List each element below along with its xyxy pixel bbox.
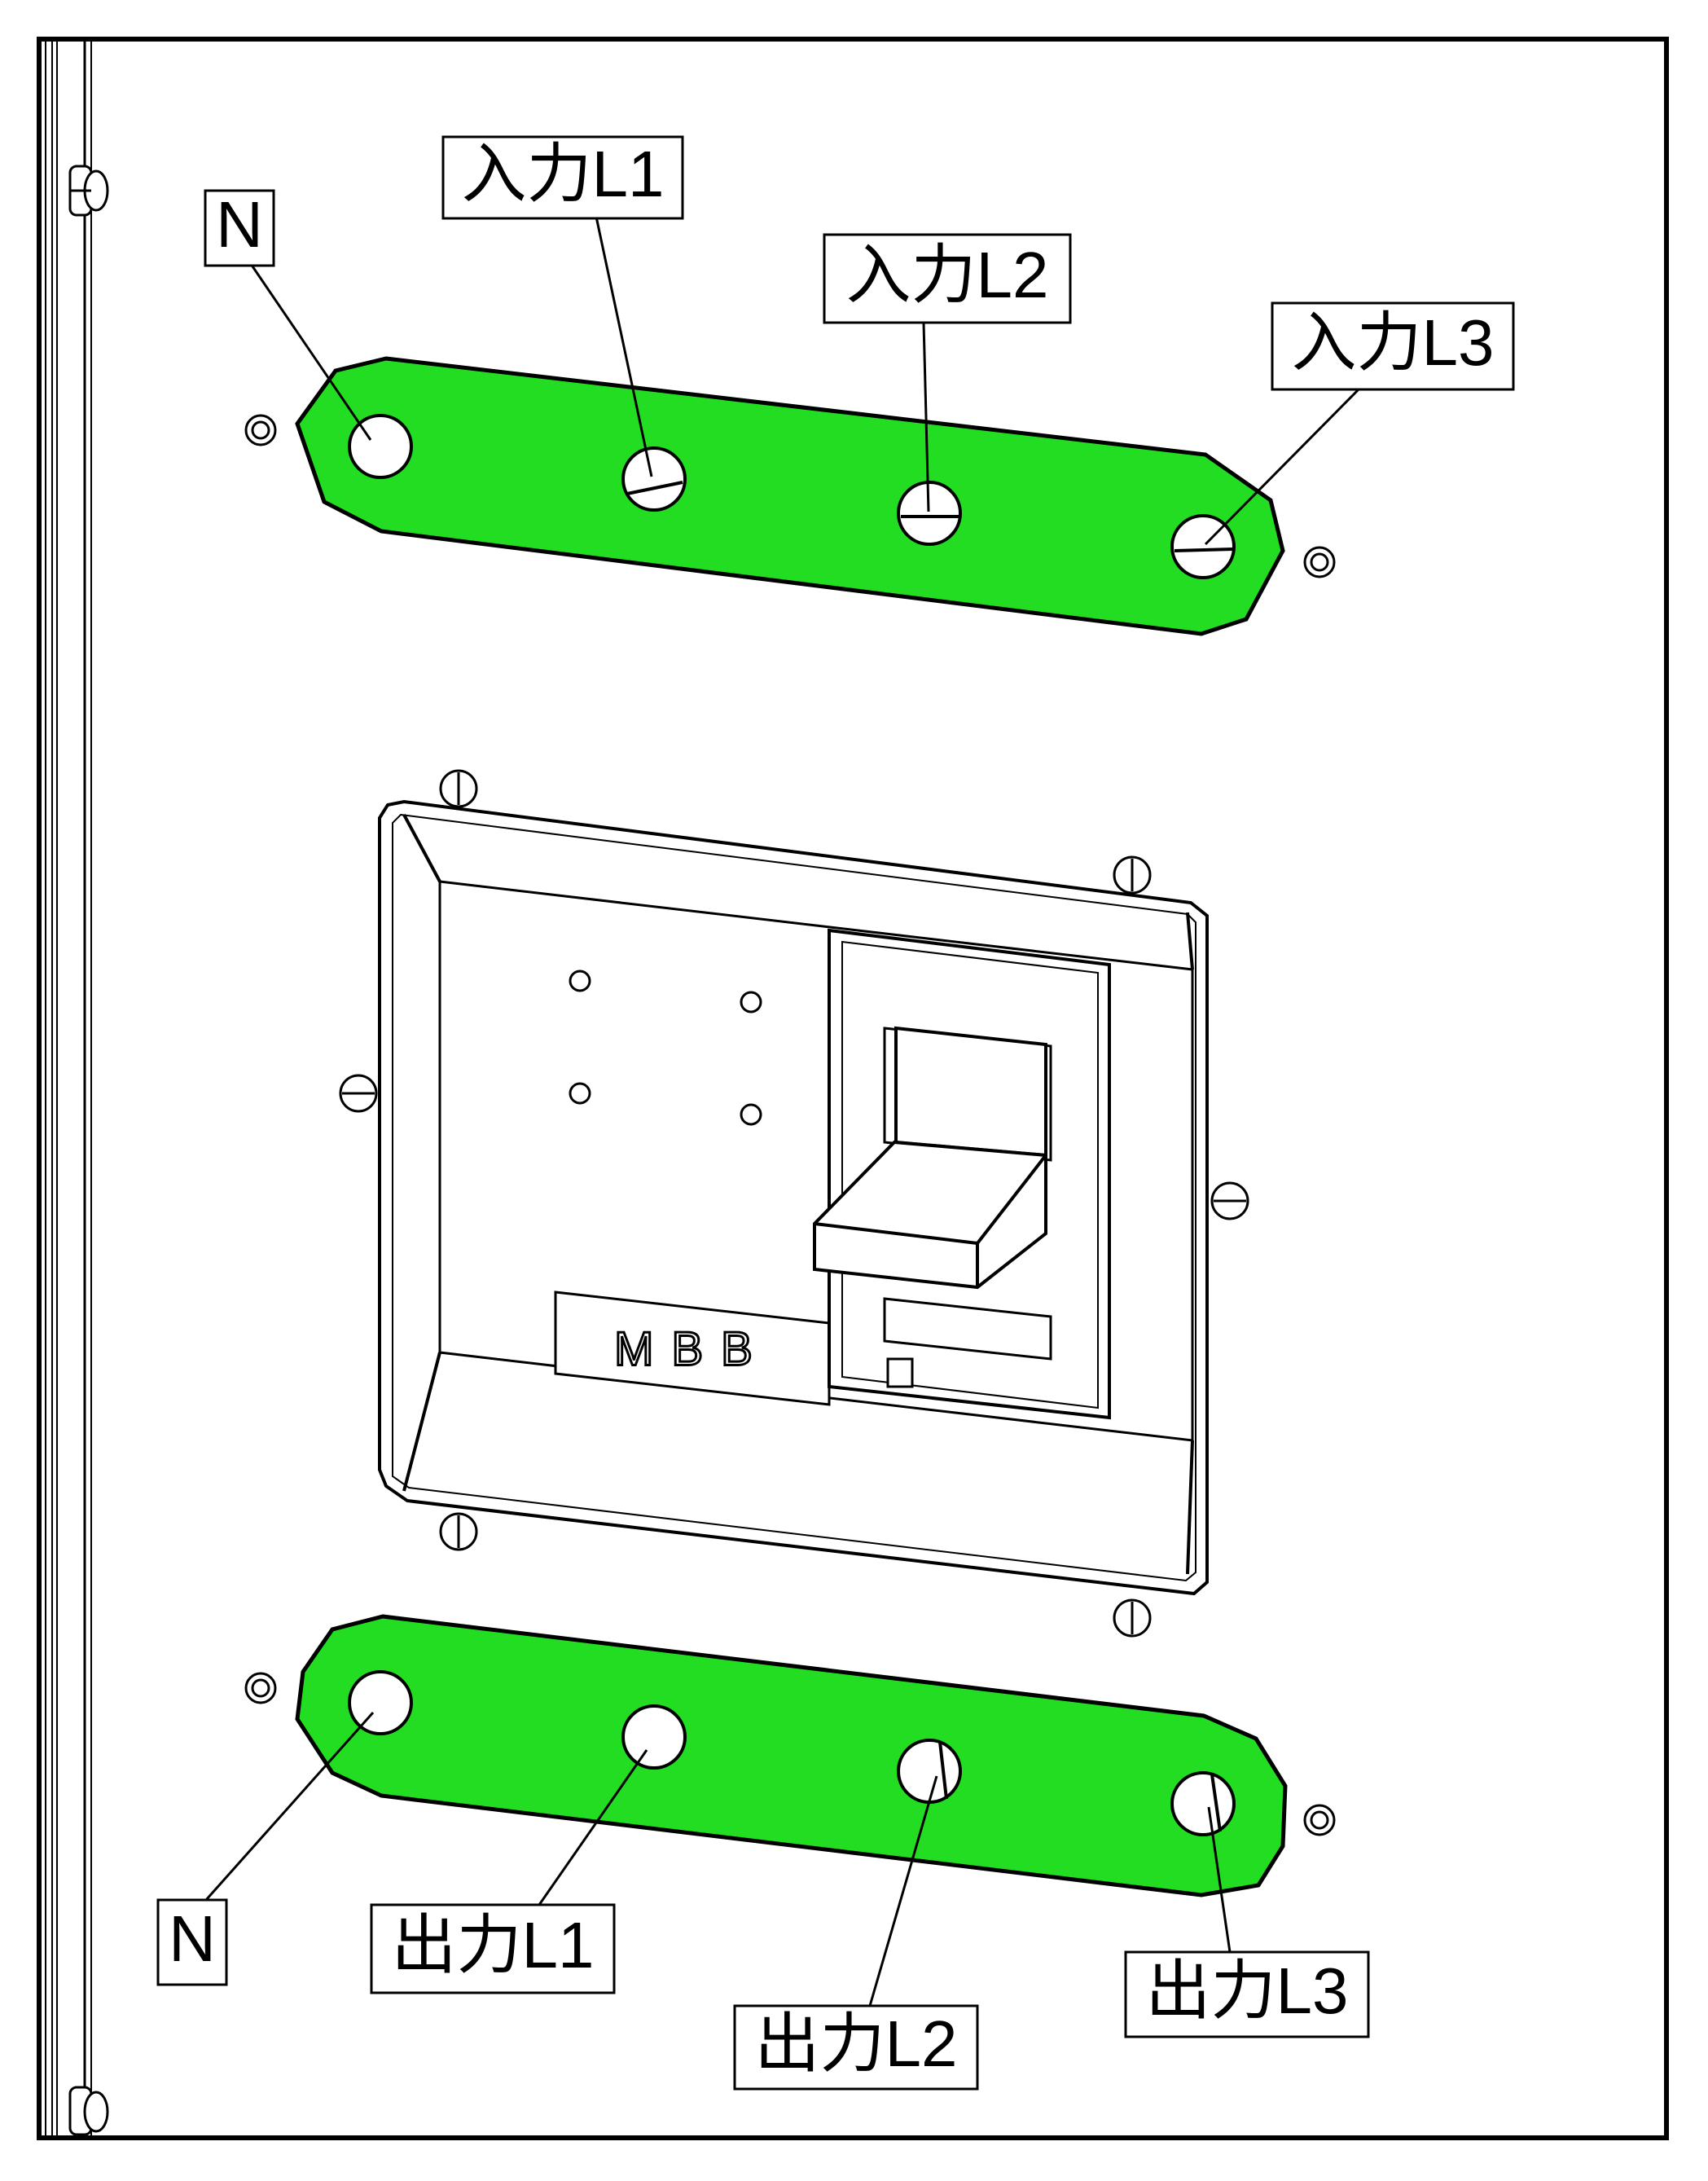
- label-input-l3: 入力L3: [1271, 301, 1515, 391]
- hinge-bottom: [68, 2086, 109, 2136]
- screw-icon: [439, 1512, 478, 1551]
- breaker-toggle-lever: [813, 1026, 1047, 1290]
- terminal-hole-l1-top: [621, 446, 687, 512]
- label-output-l2: 出力L2: [733, 2004, 979, 2091]
- bottom-busbar: [295, 1614, 1288, 1897]
- screw-icon: [1210, 1181, 1249, 1220]
- terminal-hole-l3-bottom: [1170, 1771, 1236, 1836]
- label-output-l3: 出力L3: [1124, 1950, 1370, 2038]
- label-n-top: N: [204, 188, 275, 267]
- screw-icon: [244, 1672, 277, 1704]
- terminal-hole-l2-bottom: [897, 1739, 962, 1804]
- screw-icon: [1113, 1598, 1152, 1638]
- terminal-hole-l1-bottom: [621, 1704, 687, 1770]
- label-input-l1: 入力L1: [441, 135, 684, 220]
- screw-icon: [1303, 1804, 1336, 1836]
- screw-icon: [1303, 546, 1336, 578]
- label-input-l1-text: 入力L1: [462, 138, 665, 210]
- screw-icon: [339, 1074, 378, 1113]
- door-hinge-rail: [45, 41, 92, 2136]
- hinge-top: [68, 165, 109, 217]
- label-n-bottom: N: [156, 1898, 228, 1986]
- top-busbar: [295, 356, 1285, 636]
- terminal-hole-n-bottom: [348, 1670, 413, 1735]
- label-n-bottom-text: N: [169, 1902, 216, 1975]
- screw-icon: [439, 769, 478, 808]
- indicator-dot: [569, 970, 762, 1126]
- label-output-l3-text: 出力L3: [1146, 1955, 1349, 2027]
- terminal-hole-l2-top: [897, 481, 962, 546]
- terminal-hole-n-top: [348, 414, 413, 479]
- screw-icon: [1113, 855, 1152, 895]
- mbb-label: MBB: [614, 1322, 771, 1375]
- label-input-l2: 入力L2: [823, 233, 1072, 324]
- label-output-l1: 出力L1: [370, 1903, 616, 1994]
- label-input-l2-text: 入力L2: [846, 239, 1049, 311]
- screw-icon: [244, 414, 277, 446]
- mbb-plate: MBB: [554, 1291, 831, 1406]
- label-n-top-text: N: [216, 188, 263, 261]
- label-output-l2-text: 出力L2: [755, 2007, 958, 2080]
- bottom-leader-lines: [204, 1712, 1232, 2007]
- label-input-l3-text: 入力L3: [1292, 306, 1495, 379]
- label-output-l1-text: 出力L1: [392, 1909, 595, 1981]
- top-leader-lines: [249, 216, 1360, 546]
